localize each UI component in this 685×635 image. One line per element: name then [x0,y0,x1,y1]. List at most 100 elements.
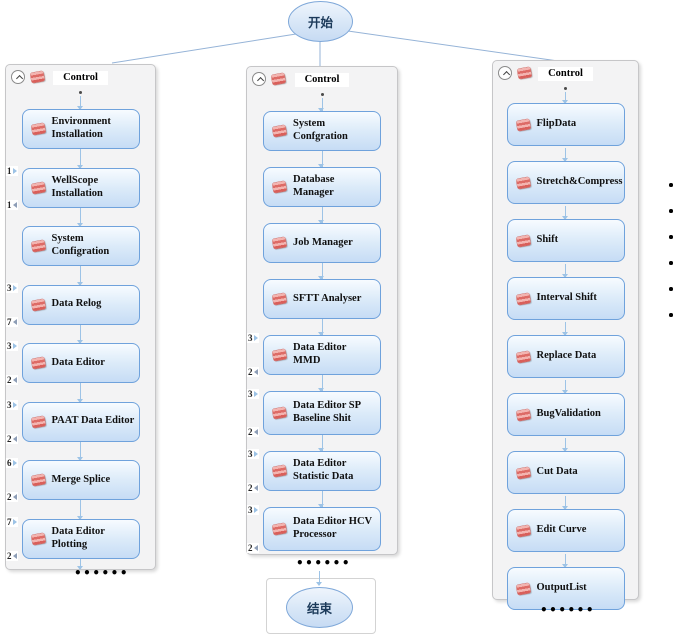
component-stamp-icon [30,239,46,253]
end-node[interactable]: 结束 [286,587,353,628]
side-bullet-list [669,183,673,317]
node-label: Data Editor Statistic Data [293,458,354,482]
bullet-dot [669,209,673,213]
panel-control-2: Control System Confgration Database Mana… [246,66,398,555]
component-stamp-icon [30,122,46,136]
flow-arrow [318,435,325,452]
component-stamp-icon [515,118,531,131]
triangle-right-icon [13,167,17,174]
node-label: System Configration [51,233,110,257]
node-database-manager[interactable]: Database Manager [263,167,381,207]
node-label: Data Relog [51,298,102,310]
node-label: OutputList [536,582,587,594]
node-label: Data Editor Plotting [51,525,105,550]
chevron-up-icon [256,76,264,84]
port-count-out: 7 [6,316,18,327]
panel-control-1: Control Environment Installation 1 WellS… [5,64,156,570]
node-data-editor-sp-baseline-shit[interactable]: Data Editor SP Baseline Shit [263,391,381,435]
component-stamp-icon [272,292,287,306]
panel-header: Control [6,70,155,85]
component-stamp-icon [272,406,287,420]
node-cut-data[interactable]: Cut Data [506,451,625,494]
node-system-confgration[interactable]: System Confgration [263,111,381,151]
flow-arrow [561,438,568,452]
flow-arrow [318,151,325,168]
node-data-editor-hcv-processor[interactable]: Data Editor HCV Processor [263,507,381,551]
collapse-button[interactable] [498,66,512,80]
node-data-editor[interactable]: Data Editor [21,343,140,383]
node-wellscope-installation[interactable]: WellScope Installation [21,167,140,208]
flow-arrow [561,92,568,104]
node-edit-curve[interactable]: Edit Curve [506,509,625,552]
node-merge-splice[interactable]: Merge Splice [21,460,140,500]
triangle-right-icon [254,507,258,513]
node-replace-data[interactable]: Replace Data [506,335,625,378]
triangle-right-icon [13,518,17,525]
triangle-left-icon [13,201,17,208]
node-data-editor-plotting[interactable]: Data Editor Plotting [21,518,140,559]
node-flipdata[interactable]: FlipData [506,103,625,146]
port-count-in: 3 [6,341,18,351]
component-stamp-icon [517,66,532,80]
flow-arrow [318,263,325,280]
node-sftt-analyser[interactable]: SFTT Analyser [263,279,381,319]
flow-arrow [76,96,83,110]
node-label: PAAT Data Editor [51,415,135,427]
flow-arrow [76,149,83,168]
component-stamp-icon [515,408,531,421]
flow-start-dot [320,93,324,96]
bullet-dot [669,287,673,291]
node-shift[interactable]: Shift [506,219,625,262]
start-node[interactable]: 开始 [288,1,353,42]
panel-title: Control [53,70,108,85]
triangle-left-icon [13,494,17,500]
triangle-left-icon [254,429,258,435]
component-stamp-icon [272,522,287,536]
node-label: BugValidation [536,408,601,420]
triangle-left-icon [254,485,258,491]
component-stamp-icon [30,70,45,84]
port-count-out: 1 [6,199,18,210]
node-data-relog[interactable]: Data Relog [21,284,140,325]
node-paat-data-editor[interactable]: PAAT Data Editor [21,401,140,442]
port-count-in: 3 [6,399,18,410]
port-count-out: 2 [6,433,18,444]
node-label: System Confgration [293,118,348,142]
collapse-button[interactable] [252,72,266,86]
node-interval-shift[interactable]: Interval Shift [506,277,625,320]
flow-start-dot [564,87,567,90]
collapse-button[interactable] [11,70,25,84]
end-label: 结束 [306,602,332,616]
node-stretch-compress[interactable]: Stretch&Compress [506,161,625,204]
component-stamp-icon [272,348,287,362]
component-stamp-icon [30,356,46,370]
node-job-manager[interactable]: Job Manager [263,223,381,263]
triangle-left-icon [13,318,17,325]
node-label: Interval Shift [536,292,597,304]
component-stamp-icon [30,181,46,194]
component-stamp-icon [272,464,287,478]
node-label: Data Editor SP Baseline Shit [293,400,361,424]
node-label: Data Editor HCV Processor [293,516,372,540]
node-data-editor-statistic-data[interactable]: Data Editor Statistic Data [263,451,381,491]
flow-arrow [561,554,568,568]
flow-arrow [561,496,568,510]
node-label: FlipData [536,118,577,130]
component-stamp-icon [272,124,287,138]
component-stamp-icon [271,72,286,86]
node-bugvalidation[interactable]: BugValidation [506,393,625,436]
node-system-configration[interactable]: System Configration [21,226,140,266]
component-stamp-icon [30,415,46,428]
bullet-dot [669,235,673,239]
flow-arrow [561,322,568,336]
node-outputlist[interactable]: OutputList [506,567,625,610]
node-data-editor-mmd[interactable]: Data Editor MMD [263,335,381,375]
flow-arrow [76,441,83,461]
node-environment-installation[interactable]: Environment Installation [21,109,140,149]
component-stamp-icon [515,234,531,247]
triangle-right-icon [254,391,258,397]
port-count-out: 2 [247,427,259,437]
flow-arrow [76,500,83,519]
triangle-left-icon [254,369,258,375]
flow-arrow [561,148,568,162]
